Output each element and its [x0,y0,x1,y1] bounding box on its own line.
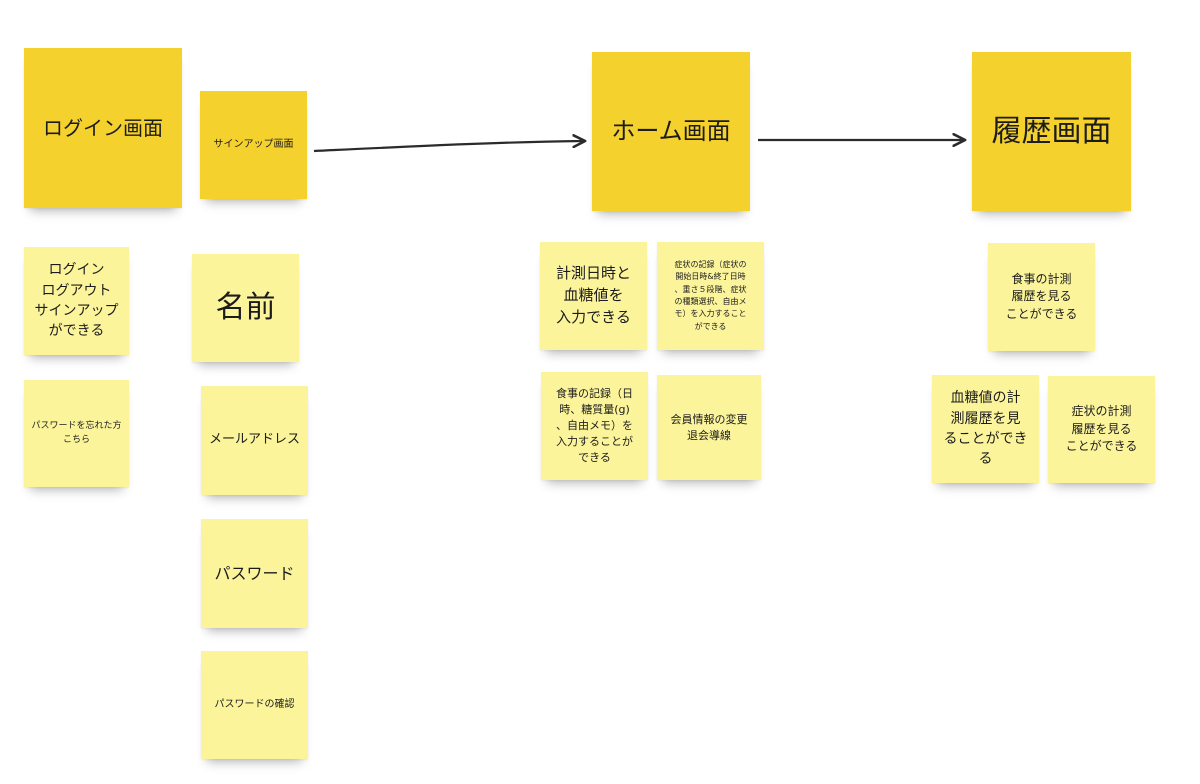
sticky-note-symptom-history[interactable]: 症状の計測 履歴を見る ことができる [1048,376,1155,483]
sticky-note-signup-screen[interactable]: サインアップ画面 [200,91,307,199]
sticky-note-password-confirm-field[interactable]: パスワードの確認 [201,651,308,759]
sticky-note-measure-input[interactable]: 計測日時と 血糖値を 入力できる [540,242,647,350]
note-text: 会員情報の変更 退会導線 [670,412,748,442]
sticky-note-password-field[interactable]: パスワード [201,519,308,628]
sticky-note-meal-record[interactable]: 食事の記録（日 時、糖質量(g) 、自由メモ）を 入力することが できる [541,372,648,480]
note-text: 名前 [215,290,276,326]
note-text: パスワードを忘れた方 こちら [31,421,122,445]
note-text: ログイン ログアウト サインアップ ができる [34,262,119,340]
note-text: 食事の記録（日 時、糖質量(g) 、自由メモ）を 入力することが できる [556,387,633,464]
sticky-note-login-screen[interactable]: ログイン画面 [24,48,182,208]
note-text: 食事の計測 履歴を見る ことができる [1005,271,1078,321]
note-text: 計測日時と 血糖値を 入力できる [555,264,631,326]
note-text: 症状の記録（症状の 開始日時&終了日時 、重さ５段階、症状 の種類選択、自由メ … [674,259,747,331]
note-text: サインアップ画面 [213,138,294,150]
note-text: 血糖値の計 測履歴を見 ることができ る [943,390,1028,468]
arrow-signup-to-home[interactable] [313,141,584,153]
note-text: メールアドレス [208,432,300,448]
sticky-note-login-features[interactable]: ログイン ログアウト サインアップ ができる [24,247,129,355]
sticky-note-home-screen[interactable]: ホーム画面 [592,52,750,211]
sticky-note-forgot-password[interactable]: パスワードを忘れた方 こちら [24,380,129,487]
sticky-note-email-field[interactable]: メールアドレス [201,386,308,495]
note-text: パスワードの確認 [214,698,295,710]
note-text: 履歴画面 [991,113,1112,149]
note-text: ログイン画面 [43,115,163,140]
sticky-note-history-screen[interactable]: 履歴画面 [972,52,1131,211]
note-text: 症状の計測 履歴を見る ことができる [1065,404,1138,454]
sticky-note-member-info[interactable]: 会員情報の変更 退会導線 [657,375,761,480]
sticky-note-meal-history[interactable]: 食事の計測 履歴を見る ことができる [988,243,1095,351]
sticky-note-glucose-history[interactable]: 血糖値の計 測履歴を見 ることができ る [932,375,1039,483]
note-text: ホーム画面 [611,117,731,146]
sticky-note-symptom-record[interactable]: 症状の記録（症状の 開始日時&終了日時 、重さ５段階、症状 の種類選択、自由メ … [657,242,764,350]
sticky-note-name-field[interactable]: 名前 [192,254,299,362]
note-text: パスワード [214,563,295,583]
